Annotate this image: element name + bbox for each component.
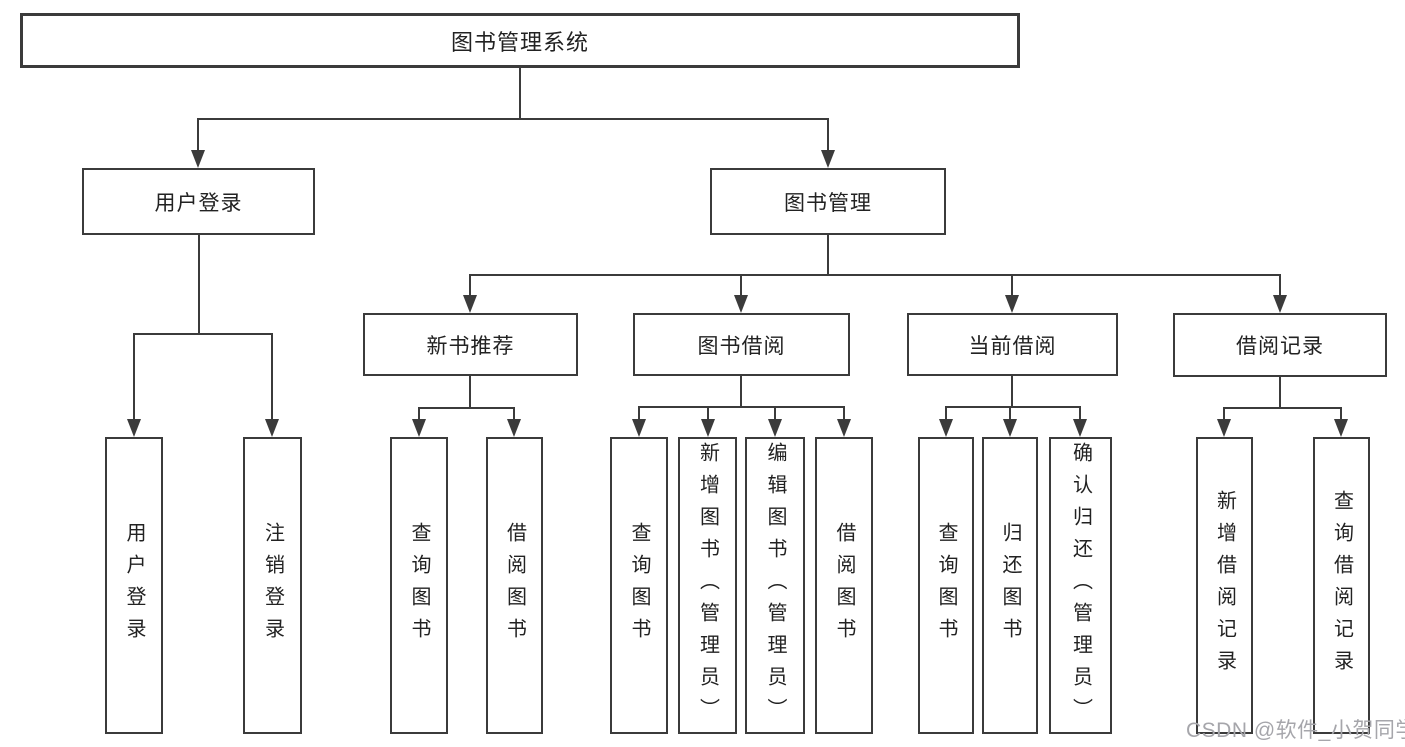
leaf-label: 新增图书（管理员） bbox=[696, 441, 719, 730]
node-current-borrowing: 当前借阅 bbox=[907, 313, 1118, 376]
connector-drop-leaf bbox=[418, 407, 420, 419]
arrowhead-down-icon bbox=[821, 150, 835, 168]
leaf-borrow-books-borrowing: 借阅图书 bbox=[815, 437, 873, 734]
arrowhead-down-icon bbox=[463, 295, 477, 313]
connector-drop-leaf bbox=[1079, 406, 1081, 419]
arrowhead-down-icon bbox=[1334, 419, 1348, 437]
connector-current-hbar bbox=[945, 406, 1081, 408]
connector-userlogin-stem bbox=[198, 235, 200, 333]
arrowhead-down-icon bbox=[1003, 419, 1017, 437]
arrowhead-down-icon bbox=[1217, 419, 1231, 437]
leaf-query-borrow-record: 查询借阅记录 bbox=[1313, 437, 1370, 734]
connector-drop-user-login bbox=[197, 118, 199, 152]
leaf-query-books-current: 查询图书 bbox=[918, 437, 974, 734]
leaf-query-books-newbooks: 查询图书 bbox=[390, 437, 448, 734]
leaf-label: 编辑图书（管理员） bbox=[764, 441, 786, 730]
leaf-label: 查询图书 bbox=[935, 521, 957, 650]
connector-userlogin-hbar bbox=[133, 333, 273, 335]
leaf-label: 借阅图书 bbox=[833, 521, 855, 650]
connector-bookmgmt-stem bbox=[827, 235, 829, 274]
arrowhead-down-icon bbox=[265, 419, 279, 437]
leaf-add-books-admin: 新增图书（管理员） bbox=[678, 437, 737, 734]
leaf-confirm-return-admin: 确认归还（管理员） bbox=[1049, 437, 1112, 734]
connector-drop-book-mgmt bbox=[827, 118, 829, 152]
connector-drop-current bbox=[1011, 274, 1013, 295]
arrowhead-down-icon bbox=[632, 419, 646, 437]
connector-drop-leaf bbox=[1009, 406, 1011, 419]
leaf-return-books: 归还图书 bbox=[982, 437, 1038, 734]
connector-records-stem bbox=[1279, 377, 1281, 407]
connector-current-stem bbox=[1011, 376, 1013, 406]
arrowhead-down-icon bbox=[1273, 295, 1287, 313]
connector-drop-leaf bbox=[774, 406, 776, 419]
connector-root-hbar bbox=[197, 118, 829, 120]
node-library-management-system: 图书管理系统 bbox=[20, 13, 1020, 68]
node-book-borrowing: 图书借阅 bbox=[633, 313, 850, 376]
arrowhead-down-icon bbox=[1073, 419, 1087, 437]
connector-drop-records bbox=[1279, 274, 1281, 295]
connector-bookmgmt-hbar bbox=[469, 274, 1281, 276]
node-book-management: 图书管理 bbox=[710, 168, 946, 235]
connector-drop-leaf bbox=[707, 406, 709, 419]
arrowhead-down-icon bbox=[701, 419, 715, 437]
connector-drop-leaf bbox=[843, 406, 845, 419]
connector-drop-borrowing bbox=[740, 274, 742, 295]
node-user-login: 用户登录 bbox=[82, 168, 315, 235]
leaf-edit-books-admin: 编辑图书（管理员） bbox=[745, 437, 805, 734]
arrowhead-down-icon bbox=[127, 419, 141, 437]
arrowhead-down-icon bbox=[837, 419, 851, 437]
leaf-label: 借阅图书 bbox=[503, 521, 526, 650]
arrowhead-down-icon bbox=[191, 150, 205, 168]
leaf-logout: 注销登录 bbox=[243, 437, 302, 734]
connector-drop-leaf bbox=[513, 407, 515, 419]
leaf-borrow-books-newbooks: 借阅图书 bbox=[486, 437, 543, 734]
connector-drop-leaf bbox=[638, 406, 640, 419]
connector-newbooks-stem bbox=[469, 376, 471, 407]
connector-drop-leaf bbox=[1223, 407, 1225, 419]
connector-drop-leaf bbox=[1340, 407, 1342, 419]
leaf-label: 用户登录 bbox=[123, 521, 145, 650]
connector-root-stem bbox=[519, 68, 521, 118]
leaf-label: 确认归还（管理员） bbox=[1069, 441, 1092, 730]
arrowhead-down-icon bbox=[734, 295, 748, 313]
node-borrowing-records: 借阅记录 bbox=[1173, 313, 1387, 377]
leaf-user-login: 用户登录 bbox=[105, 437, 163, 734]
arrowhead-down-icon bbox=[412, 419, 426, 437]
leaf-label: 查询图书 bbox=[408, 521, 430, 650]
leaf-add-borrow-record: 新增借阅记录 bbox=[1196, 437, 1253, 734]
arrowhead-down-icon bbox=[939, 419, 953, 437]
arrowhead-down-icon bbox=[507, 419, 521, 437]
leaf-label: 查询借阅记录 bbox=[1330, 489, 1353, 682]
connector-drop-leaf bbox=[271, 333, 273, 419]
connector-records-hbar bbox=[1223, 407, 1342, 409]
connector-newbooks-hbar bbox=[418, 407, 515, 409]
leaf-label: 归还图书 bbox=[999, 521, 1021, 650]
connector-borrowing-stem bbox=[740, 376, 742, 406]
leaf-query-books-borrowing: 查询图书 bbox=[610, 437, 668, 734]
node-new-book-recommendation: 新书推荐 bbox=[363, 313, 578, 376]
connector-borrowing-hbar bbox=[638, 406, 845, 408]
connector-drop-leaf bbox=[945, 406, 947, 419]
csdn-watermark: CSDN @软件_小贺同学 bbox=[1186, 719, 1405, 742]
connector-drop-leaf bbox=[133, 333, 135, 419]
arrowhead-down-icon bbox=[1005, 295, 1019, 313]
leaf-label: 注销登录 bbox=[261, 521, 284, 650]
connector-drop-new-books bbox=[469, 274, 471, 295]
arrowhead-down-icon bbox=[768, 419, 782, 437]
leaf-label: 新增借阅记录 bbox=[1213, 489, 1236, 682]
leaf-label: 查询图书 bbox=[628, 521, 650, 650]
